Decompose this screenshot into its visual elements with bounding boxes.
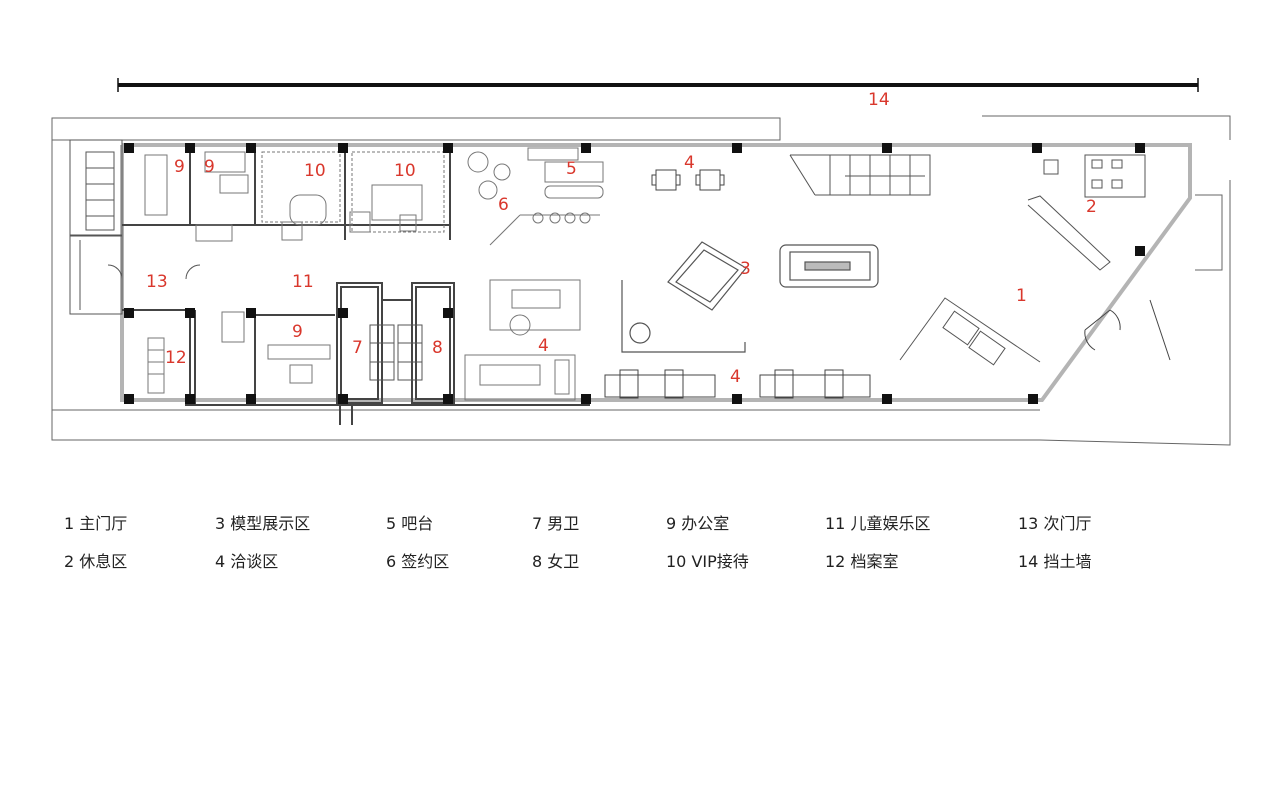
label-9b: 9 — [204, 157, 215, 177]
meeting-tables-top — [651, 169, 725, 191]
legend-item-8: 8 女卫 — [532, 552, 580, 571]
label-3: 3 — [740, 259, 751, 279]
main-entry-doors — [1084, 299, 1171, 361]
site-boundary — [51, 115, 1231, 446]
label-2: 2 — [1086, 197, 1097, 217]
left-entry-block — [69, 139, 201, 315]
legend-item-5: 5 吧台 — [386, 514, 434, 533]
label-5: 5 — [566, 159, 577, 179]
retaining-wall — [117, 78, 1199, 92]
staircase — [789, 154, 931, 196]
bar-signing-furniture — [467, 147, 604, 246]
label-6: 6 — [498, 195, 509, 215]
label-11: 11 — [292, 272, 314, 292]
restroom-fixtures — [369, 324, 423, 381]
legend-item-4: 4 洽谈区 — [215, 552, 279, 571]
interior-walls — [122, 145, 590, 425]
legend-item-13: 13 次门厅 — [1018, 514, 1092, 533]
legend-item-9: 9 办公室 — [666, 514, 730, 533]
legend-item-10: 10 VIP接待 — [666, 552, 749, 571]
legend-item-12: 12 档案室 — [825, 552, 899, 571]
legend-item-6: 6 签约区 — [386, 552, 450, 571]
label-10b: 10 — [394, 161, 416, 181]
legend: 1 主门厅 2 休息区 3 模型展示区 4 洽谈区 5 吧台 6 签约区 7 男… — [0, 500, 1280, 590]
exterior-walls — [120, 143, 1192, 402]
legend-item-1: 1 主门厅 — [64, 514, 128, 533]
legend-item-7: 7 男卫 — [532, 514, 580, 533]
label-4a: 4 — [684, 153, 695, 173]
floor-plan: 14 9 9 10 10 5 6 4 2 13 11 3 1 12 9 7 8 … — [51, 78, 1231, 446]
label-9a: 9 — [174, 157, 185, 177]
rest-area-furniture — [1027, 154, 1146, 271]
label-13: 13 — [146, 272, 168, 292]
model-display — [621, 241, 879, 353]
label-14: 14 — [868, 90, 890, 110]
label-12: 12 — [165, 348, 187, 368]
label-9c: 9 — [292, 322, 303, 342]
label-4c: 4 — [730, 367, 741, 387]
room-labels: 14 9 9 10 10 5 6 4 2 13 11 3 1 12 9 7 8 … — [146, 90, 1097, 387]
meeting-tables-bottom — [604, 369, 871, 399]
columns — [124, 143, 1145, 404]
legend-item-3: 3 模型展示区 — [215, 514, 311, 533]
legend-item-11: 11 儿童娱乐区 — [825, 514, 931, 533]
lounge-furniture — [464, 279, 581, 401]
legend-item-2: 2 休息区 — [64, 552, 128, 571]
label-7: 7 — [352, 338, 363, 358]
office-furniture — [144, 151, 445, 242]
label-8: 8 — [432, 338, 443, 358]
lower-office-furniture — [147, 311, 331, 394]
label-10a: 10 — [304, 161, 326, 181]
legend-item-14: 14 挡土墙 — [1018, 552, 1092, 571]
label-1: 1 — [1016, 286, 1027, 306]
label-4b: 4 — [538, 336, 549, 356]
lobby-furniture — [899, 297, 1041, 366]
